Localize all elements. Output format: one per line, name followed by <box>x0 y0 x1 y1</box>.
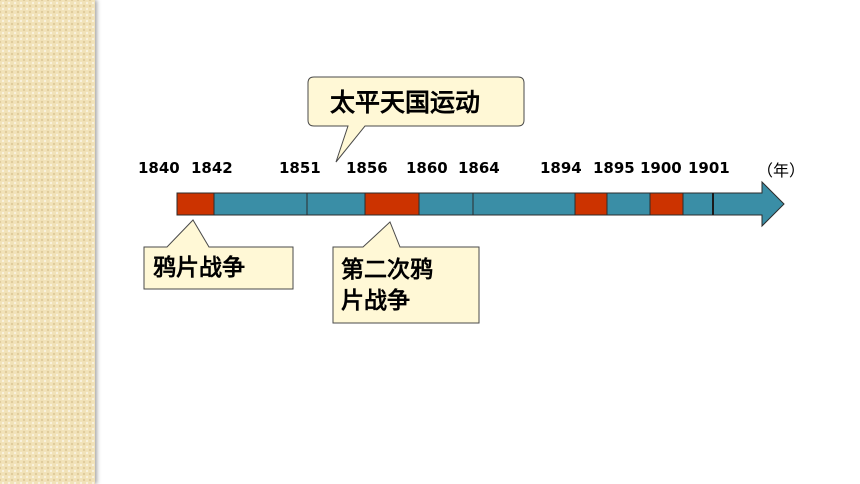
year-label-1840: 1840 <box>138 159 180 177</box>
year-label-1842: 1842 <box>191 159 233 177</box>
segment-1840-1842 <box>176 192 215 216</box>
year-label-1864: 1864 <box>458 159 500 177</box>
callout-text-opium-war-1: 鸦片战争 <box>153 255 245 281</box>
year-label-1860: 1860 <box>406 159 448 177</box>
year-label-1894: 1894 <box>540 159 582 177</box>
callout-bubble-opium-war-2 <box>332 221 480 324</box>
year-label-1851: 1851 <box>279 159 321 177</box>
year-label-1900: 1900 <box>640 159 682 177</box>
callout-bubble-opium-war-1 <box>143 219 294 290</box>
segment-1900-1901 <box>649 192 684 216</box>
year-label-1856: 1856 <box>346 159 388 177</box>
year-unit-label: （年） <box>757 161 806 180</box>
segment-1894-1895 <box>574 192 608 216</box>
year-label-1895: 1895 <box>593 159 635 177</box>
callout-text-taiping: 太平天国运动 <box>330 88 481 117</box>
segment-1856-1860 <box>364 192 420 216</box>
year-label-1901: 1901 <box>688 159 730 177</box>
callout-text-opium-war-2-line1: 第二次鸦 <box>341 257 433 283</box>
timeline-arrow <box>176 180 785 228</box>
callout-bubble-taiping <box>307 76 525 163</box>
decorative-side-panel <box>0 0 95 484</box>
callout-text-opium-war-2-line2: 片战争 <box>341 288 410 314</box>
